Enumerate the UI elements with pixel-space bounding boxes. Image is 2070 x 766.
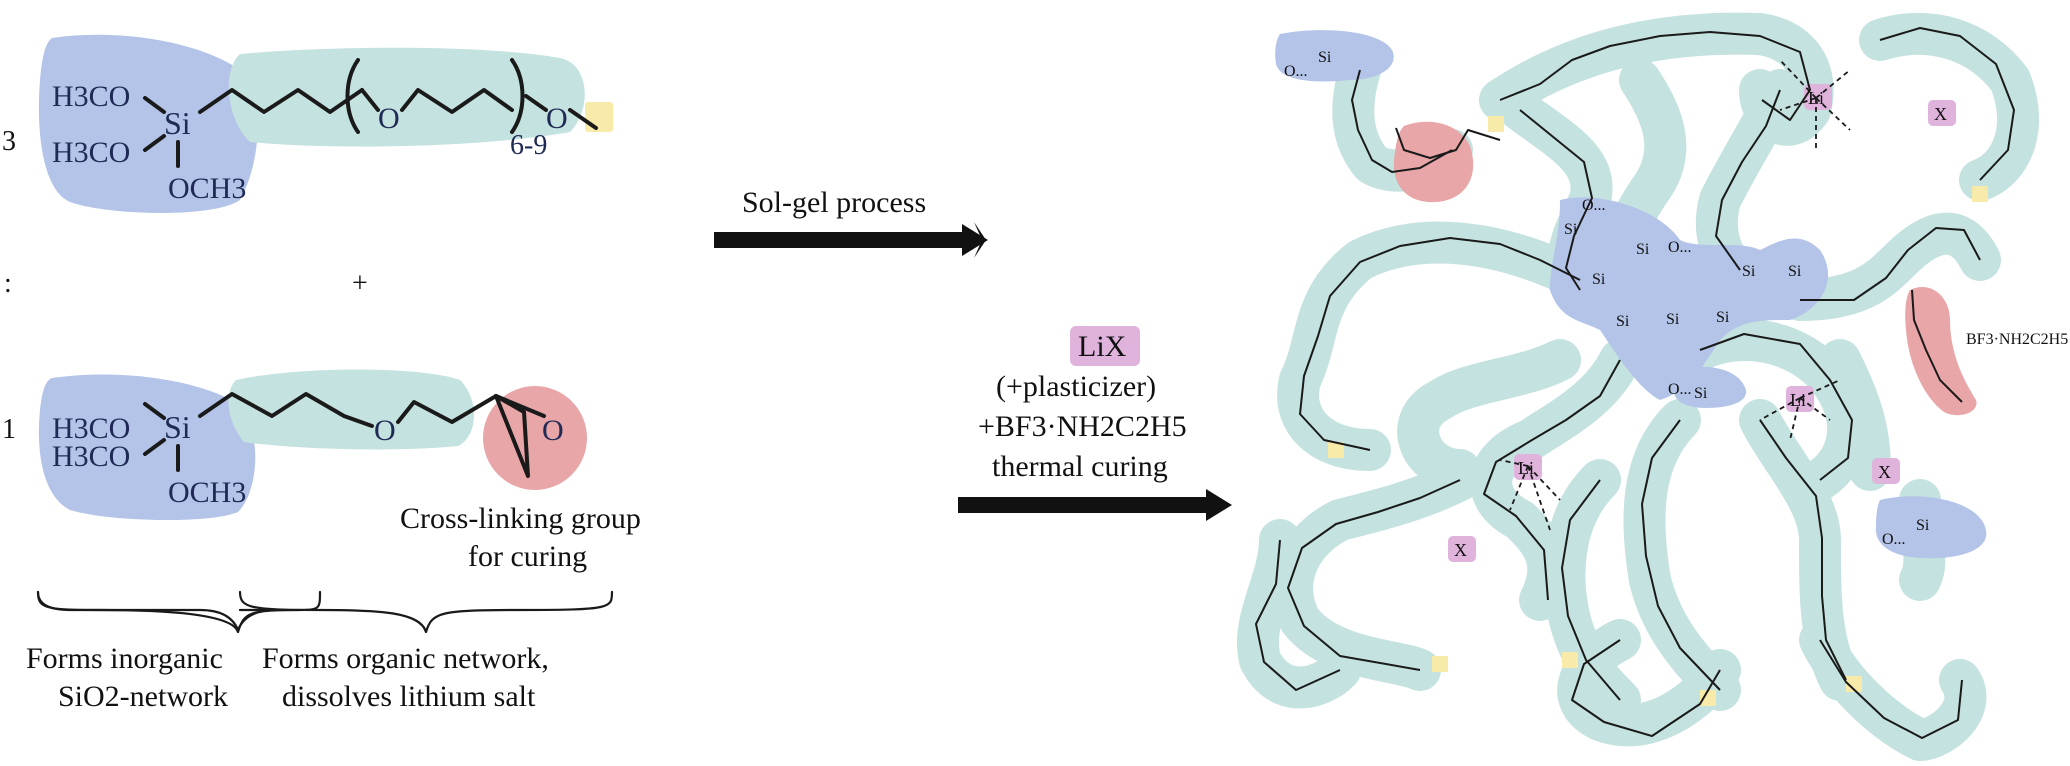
silicon-bottom: Si: [164, 409, 191, 445]
crosslink-note-2: for curing: [468, 540, 587, 573]
oxygen-top: O: [378, 102, 400, 135]
si-atom-3: Si: [1592, 271, 1606, 288]
epoxide-network-left: [1393, 121, 1474, 203]
o-dangle-1: O...: [1582, 197, 1606, 214]
si-atom-2: Si: [1636, 241, 1650, 258]
brace-right-label-1: Forms organic network,: [262, 642, 549, 675]
o-dangle-5: O...: [1882, 531, 1906, 548]
oxygen-bottom: O: [374, 414, 396, 447]
o-dangle-3: O...: [1668, 381, 1692, 398]
step2-salt: LiX: [1078, 330, 1127, 363]
siloxane-highlight-top: [38, 34, 258, 213]
brace-right-label-2: dissolves lithium salt: [282, 680, 536, 713]
repeat-count: 6-9: [510, 130, 547, 161]
methoxy-1: H3CO: [52, 80, 130, 113]
end-group-3: [1328, 442, 1344, 458]
brace-left-shape: [36, 590, 278, 632]
si-atom-9: Si: [1694, 385, 1708, 402]
li-ion-2: Li: [1790, 390, 1806, 410]
epoxide-network-right: [1905, 286, 1977, 416]
o-dangle-2: O...: [1668, 239, 1692, 256]
epoxide-oxygen: O: [542, 414, 564, 447]
anion-highlight-1: [1928, 100, 1956, 126]
end-group-4: [1432, 656, 1448, 672]
si-atom-4: Si: [1616, 313, 1630, 330]
si-atom-6: Si: [1716, 309, 1730, 326]
ratio-top: 3: [2, 126, 16, 157]
arrow-curing: [958, 489, 1232, 521]
peg-chain-lines: [1255, 27, 2015, 739]
end-group-5: [1562, 652, 1578, 668]
plus-sign: +: [352, 268, 368, 299]
siloxane-core-atoms: Si O... Si O... Si Si Si Si Si Si Si O..…: [1284, 49, 1930, 548]
si-atom-11: Si: [1916, 517, 1930, 534]
methoxy-4: H3CO: [52, 412, 130, 445]
silicon-top: Si: [164, 105, 191, 141]
ratio-bottom: 1: [2, 414, 16, 445]
li-ion-1: Li: [1808, 88, 1824, 108]
bf3-label: BF3·NH2C2H5: [1966, 331, 2068, 348]
siloxane-lower: [1673, 366, 1747, 408]
anion-1: X: [1934, 104, 1947, 124]
si-atom-1: Si: [1564, 221, 1578, 238]
peg-highlight-top: [228, 47, 585, 147]
step2-line4: thermal curing: [992, 450, 1168, 483]
epoxide-chain-right: [1911, 289, 1963, 403]
brace-left-label-2: SiO2-network: [58, 680, 228, 713]
step2-line3: +BF3·NH2C2H5: [978, 410, 1187, 443]
arrow-sol-gel: [714, 222, 988, 258]
anion-2: X: [1878, 462, 1891, 482]
lithium-coordination: [1499, 59, 1851, 531]
si-atom-5: Si: [1666, 311, 1680, 328]
li-ion-3: Li: [1518, 458, 1534, 478]
epoxide-chain-left: [1395, 127, 1501, 159]
oxygen-end: O: [546, 102, 568, 135]
end-group-6: [1700, 690, 1716, 706]
brace-right: [238, 590, 614, 634]
ratio-colon: :: [4, 268, 12, 299]
siloxane-topleft: [1275, 30, 1394, 82]
brace-left-label-1: Forms inorganic: [26, 642, 223, 675]
o-dangle-4: O...: [1284, 63, 1308, 80]
peg-network: [1237, 12, 2039, 761]
epoxide-highlight: [483, 386, 587, 490]
peg-highlight-bottom: [228, 369, 475, 450]
methoxy-5: H3CO: [52, 440, 130, 473]
siloxane-bottomright: [1875, 496, 1987, 559]
methoxy-3: OCH3: [168, 172, 246, 205]
anion-3: X: [1454, 540, 1467, 560]
lithium-labels: Li Li Li X X X: [1454, 88, 1947, 560]
crosslink-note-1: Cross-linking group: [400, 502, 641, 535]
lix-highlight: [1070, 326, 1140, 366]
siloxane-core: [1550, 197, 1829, 400]
methoxy-6: OCH3: [168, 476, 246, 509]
brace-left: [36, 590, 322, 634]
si-atom-7: Si: [1742, 263, 1756, 280]
end-group-2: [1972, 186, 1988, 202]
end-group-7: [1846, 676, 1862, 692]
step2-line2: (+plasticizer): [996, 370, 1156, 403]
anion-highlight-3: [1448, 536, 1476, 562]
step1-label: Sol-gel process: [742, 186, 926, 219]
end-group-1: [1488, 116, 1504, 132]
end-group-highlight-top: [585, 102, 613, 132]
si-atom-10: Si: [1318, 49, 1332, 66]
methoxy-2: H3CO: [52, 136, 130, 169]
si-atom-8: Si: [1788, 263, 1802, 280]
anion-highlight-2: [1872, 458, 1900, 484]
siloxane-highlight-bottom: [38, 374, 256, 521]
